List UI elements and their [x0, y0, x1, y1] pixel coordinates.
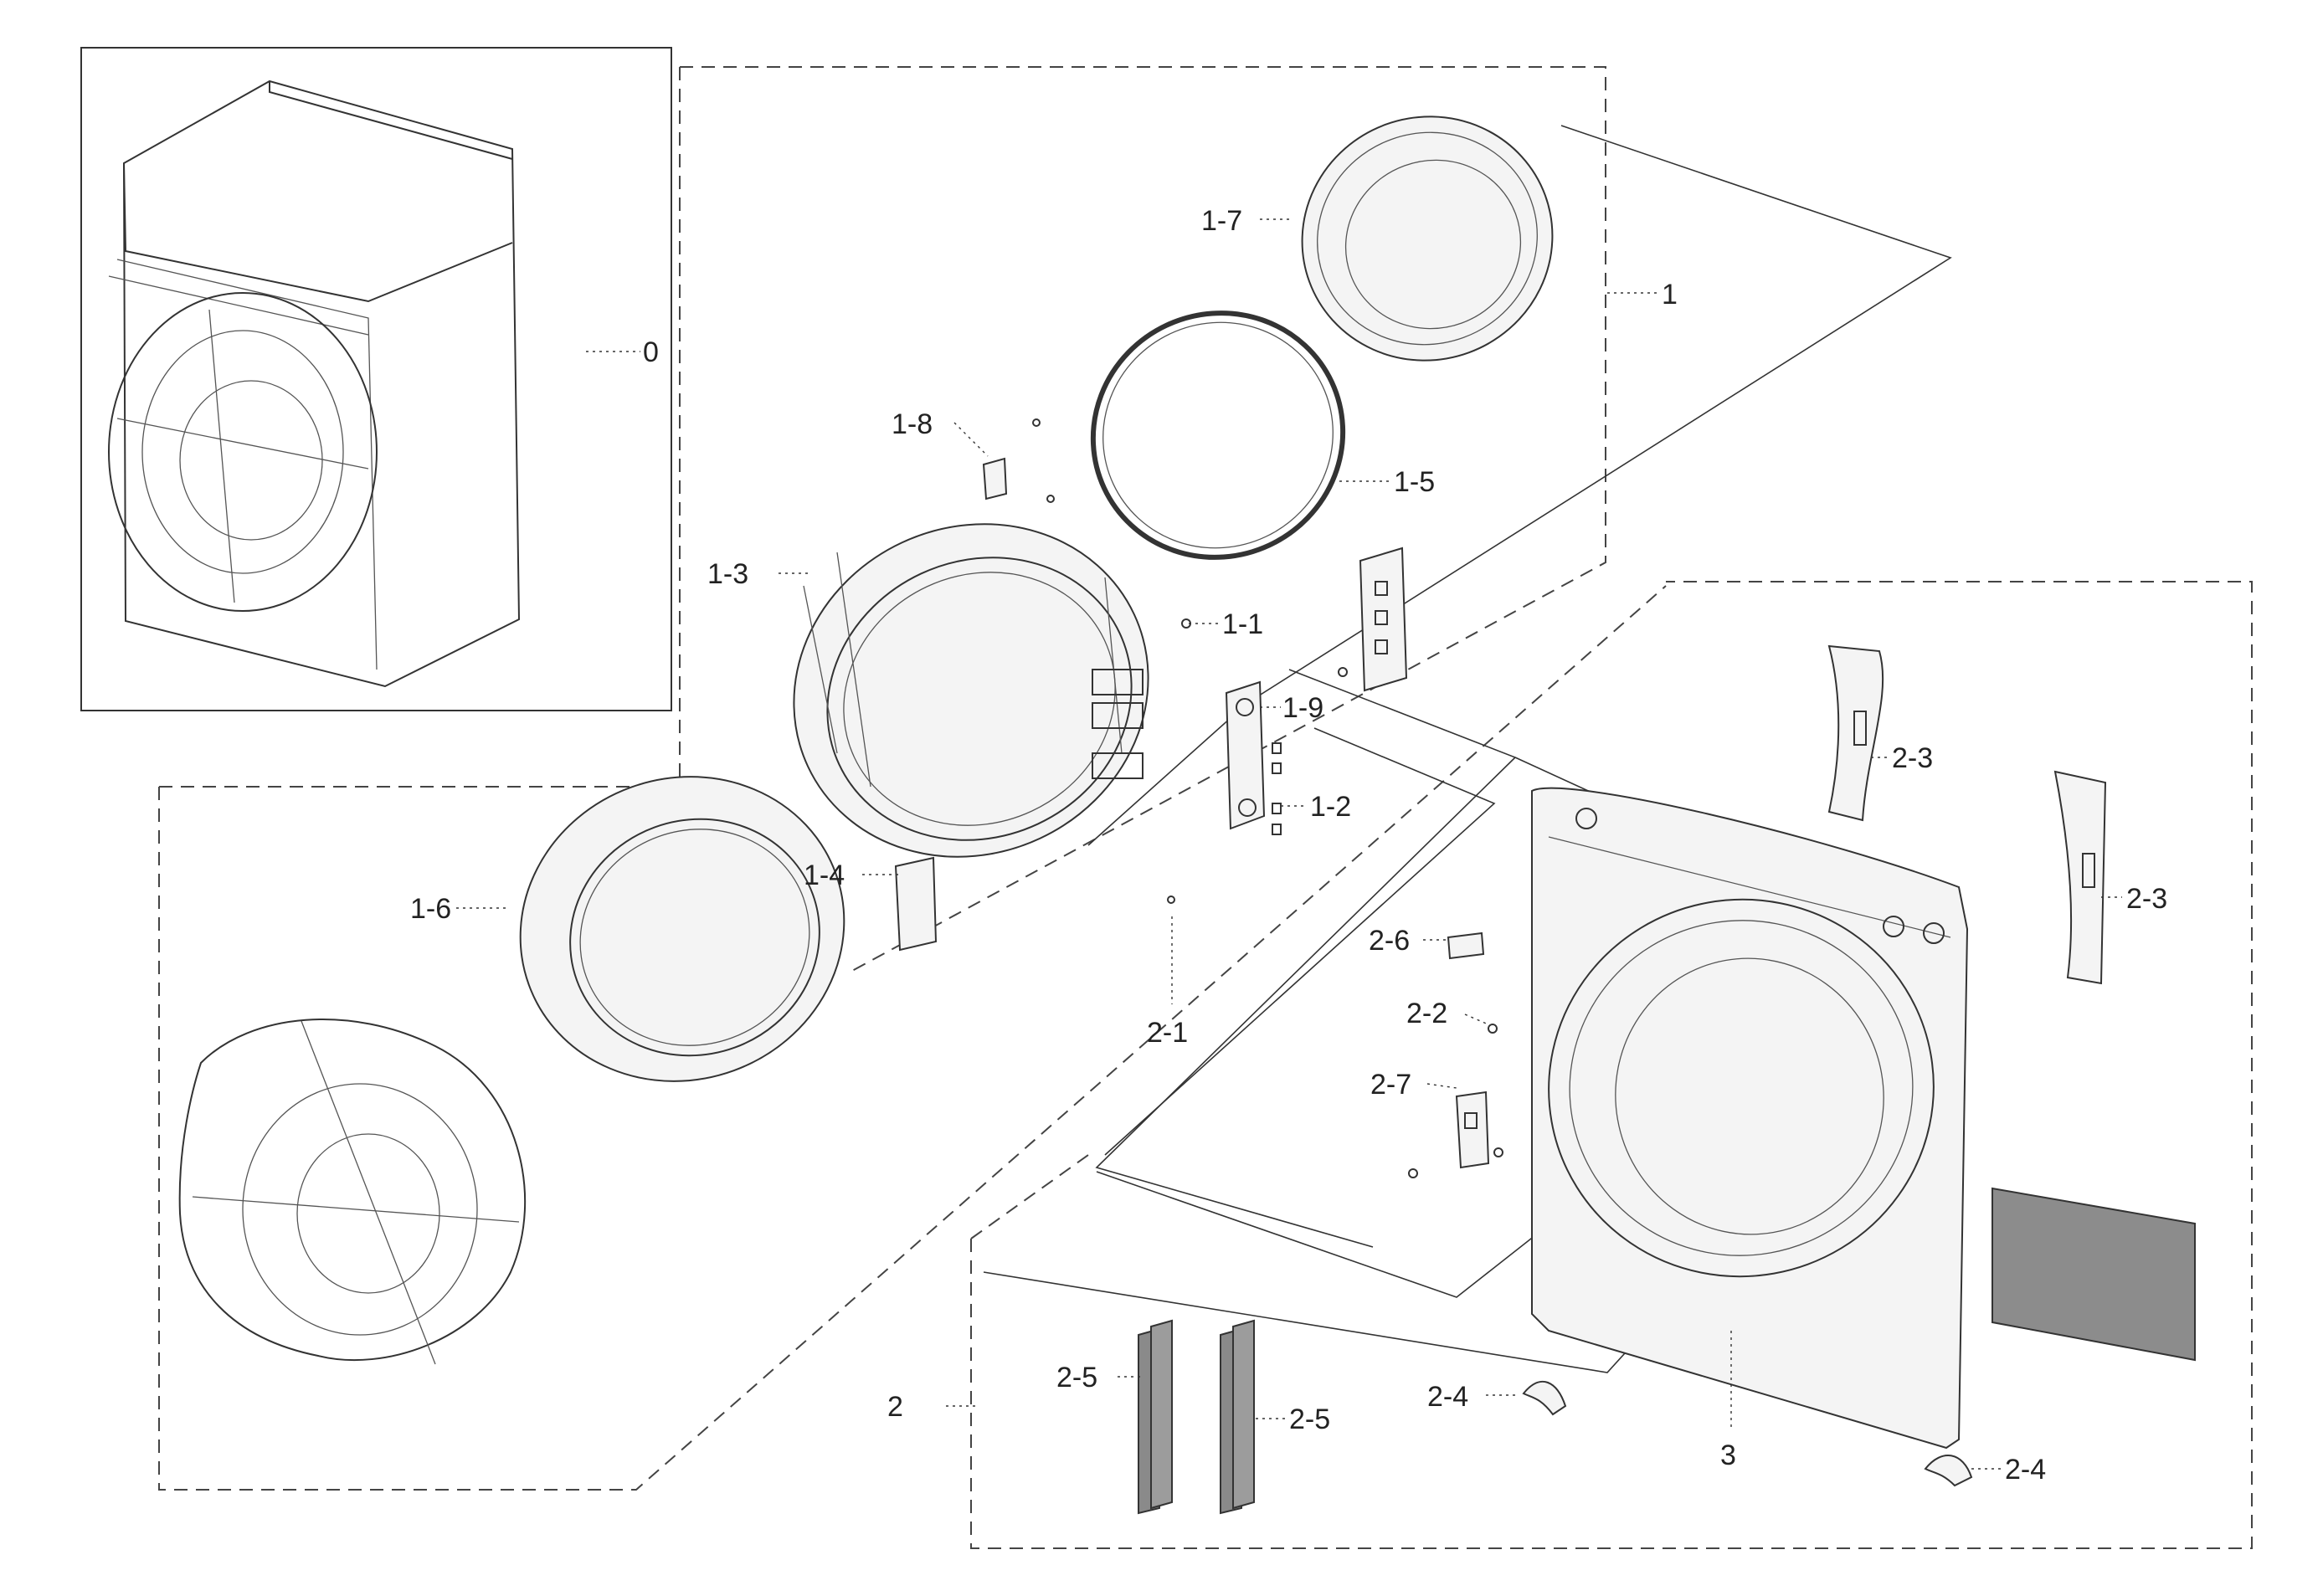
label-1: 1	[1662, 279, 1678, 310]
part-3-shape	[1531, 787, 1969, 1450]
label-2-3-lower: 2-3	[2126, 883, 2167, 915]
leader-lines	[456, 218, 2122, 1470]
filter-mesh	[1992, 1187, 2196, 1362]
label-2: 2	[887, 1391, 903, 1423]
label-2-5-left: 2-5	[1056, 1362, 1097, 1393]
label-2-4-left: 2-4	[1427, 1381, 1468, 1413]
label-3: 3	[1720, 1439, 1736, 1471]
label-2-6: 2-6	[1369, 925, 1410, 957]
label-1-9: 1-9	[1282, 692, 1323, 724]
label-1-8: 1-8	[892, 408, 933, 440]
label-1-2: 1-2	[1310, 791, 1351, 823]
part-1-7-shape	[1301, 115, 1554, 362]
label-0: 0	[643, 336, 659, 368]
part-1-5-shape	[1090, 310, 1346, 560]
label-2-1: 2-1	[1147, 1017, 1188, 1049]
overview-inset	[80, 47, 672, 711]
part-2-3-shapes	[1827, 644, 2107, 985]
label-2-3-upper: 2-3	[1892, 742, 1933, 774]
label-2-4-right: 2-4	[2005, 1454, 2046, 1486]
label-1-5: 1-5	[1394, 466, 1435, 498]
part-2-4-shapes	[1522, 1380, 1973, 1487]
part-1-6-shape	[519, 776, 845, 1082]
small-door-parts	[894, 418, 1408, 952]
label-2-2: 2-2	[1406, 998, 1447, 1029]
callout-labels: 0 1 1-7 1-5 1-8 1-3 1-1 1-9 1-2 1-4 1-6 …	[410, 205, 2167, 1486]
part-1-3-shape	[793, 523, 1149, 858]
assembly-boundaries	[158, 66, 2253, 1549]
part-2-5-shapes	[1138, 1319, 1255, 1515]
label-2-7: 2-7	[1370, 1069, 1411, 1101]
label-1-1: 1-1	[1222, 608, 1263, 640]
label-1-3: 1-3	[707, 558, 748, 590]
label-1-6: 1-6	[410, 893, 451, 925]
label-1-4: 1-4	[804, 860, 845, 891]
label-2-5-right: 2-5	[1289, 1404, 1330, 1435]
door-glass-shape	[178, 1019, 527, 1365]
label-1-7: 1-7	[1201, 205, 1242, 237]
latch-parts	[1408, 931, 1503, 1178]
